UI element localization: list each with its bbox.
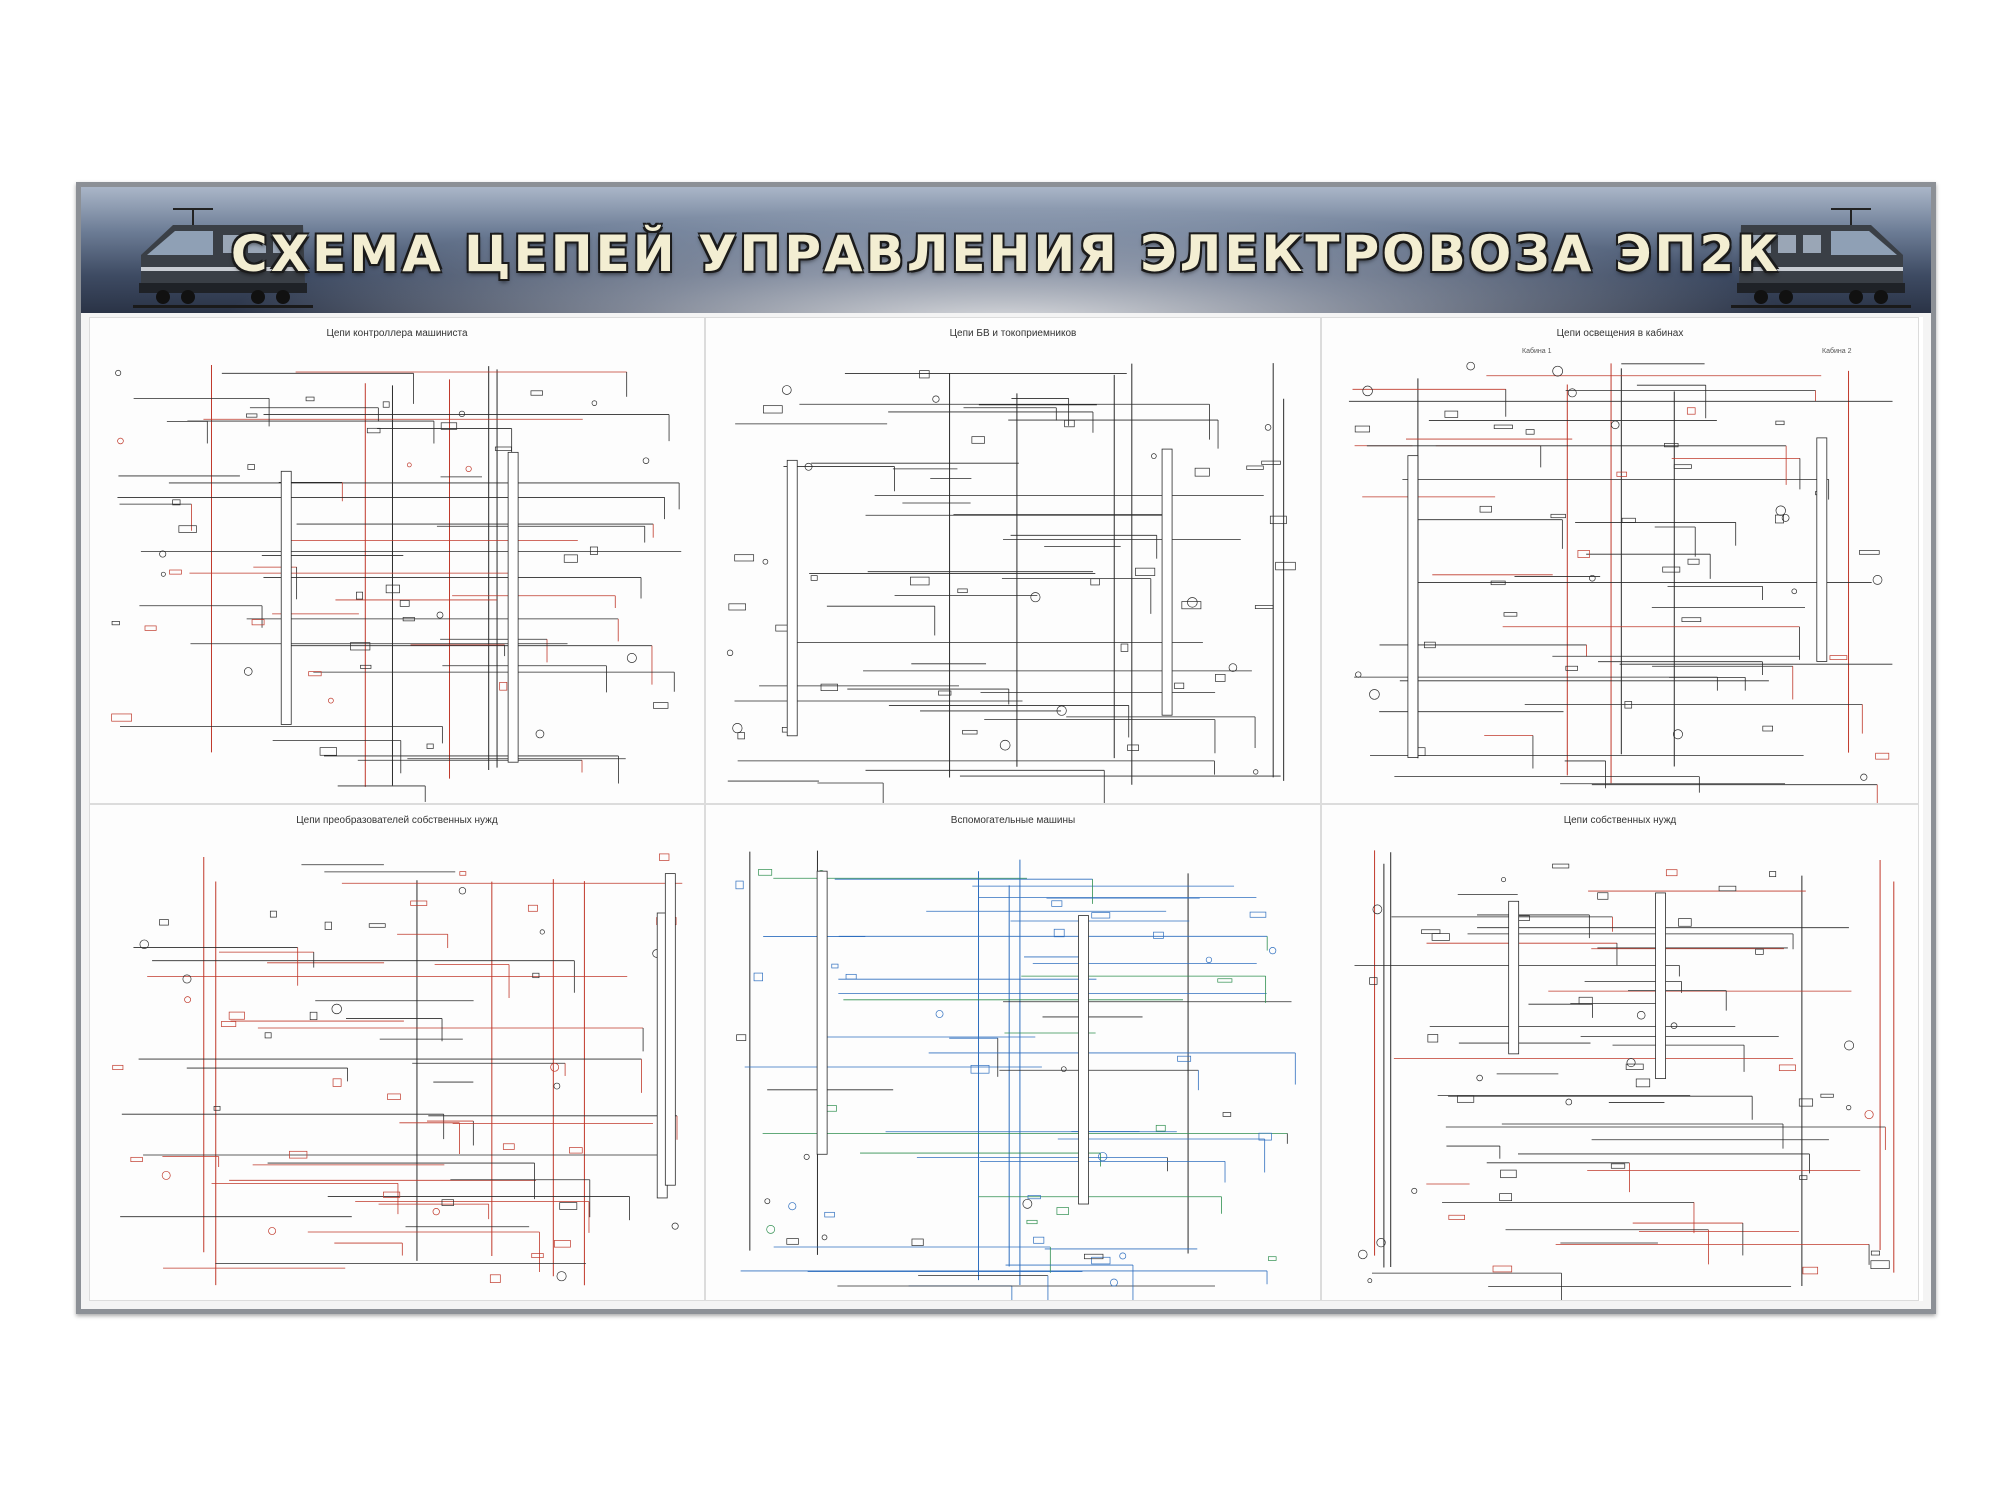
poster-frame: СХЕМА ЦЕПЕЙ УПРАВЛЕНИЯ ЭЛЕКТРОВОЗА ЭП2К … bbox=[76, 182, 1936, 1314]
schematic-drawing bbox=[1348, 361, 1893, 803]
schematic-drawing bbox=[111, 365, 682, 802]
poster-title: СХЕМА ЦЕПЕЙ УПРАВЛЕНИЯ ЭЛЕКТРОВОЗА ЭП2К bbox=[230, 225, 1782, 283]
panel-title: Вспомогательные машины bbox=[950, 815, 1076, 826]
panel-auxiliary-machines: Вспомогательные машины bbox=[705, 804, 1321, 1301]
panel-title: Цепи БВ и токоприемников bbox=[949, 328, 1077, 339]
panel-title: Цепи освещения в кабинах bbox=[1556, 328, 1684, 339]
locomotive-image-left bbox=[133, 208, 313, 308]
cab-1-label: Кабина 1 bbox=[1522, 348, 1552, 355]
panel-title: Цепи собственных нужд bbox=[1563, 815, 1677, 826]
panel-auxiliary-needs-circuits: Цепи собственных нужд bbox=[1321, 804, 1919, 1301]
schematic-drawing bbox=[726, 363, 1296, 803]
panel-title: Цепи преобразователей собственных нужд bbox=[296, 815, 498, 826]
schematic-drawing bbox=[1354, 850, 1895, 1300]
cab-2-label: Кабина 2 bbox=[1822, 348, 1852, 355]
panel-cab-lighting-circuits: Цепи освещения в кабинах Кабина 1 Кабина… bbox=[1321, 317, 1919, 804]
panel-title: Цепи контроллера машиниста bbox=[326, 328, 468, 339]
banner-shine bbox=[81, 187, 1931, 313]
panel-aux-converter-circuits: Цепи преобразователей собственных нужд bbox=[89, 804, 705, 1301]
panel-controller-circuits: Цепи контроллера машиниста bbox=[89, 317, 705, 804]
poster-board: СХЕМА ЦЕПЕЙ УПРАВЛЕНИЯ ЭЛЕКТРОВОЗА ЭП2К … bbox=[81, 187, 1931, 1309]
schematic-drawing bbox=[112, 853, 683, 1286]
schematic-drawing bbox=[735, 850, 1296, 1300]
locomotive-image-right bbox=[1731, 208, 1911, 308]
schematics-area: Цепи контроллера машиниста Цепи БВ и ток… bbox=[89, 317, 1923, 1301]
panel-breaker-pantograph-circuits: Цепи БВ и токоприемников bbox=[705, 317, 1321, 804]
title-banner: СХЕМА ЦЕПЕЙ УПРАВЛЕНИЯ ЭЛЕКТРОВОЗА ЭП2К bbox=[81, 187, 1931, 313]
